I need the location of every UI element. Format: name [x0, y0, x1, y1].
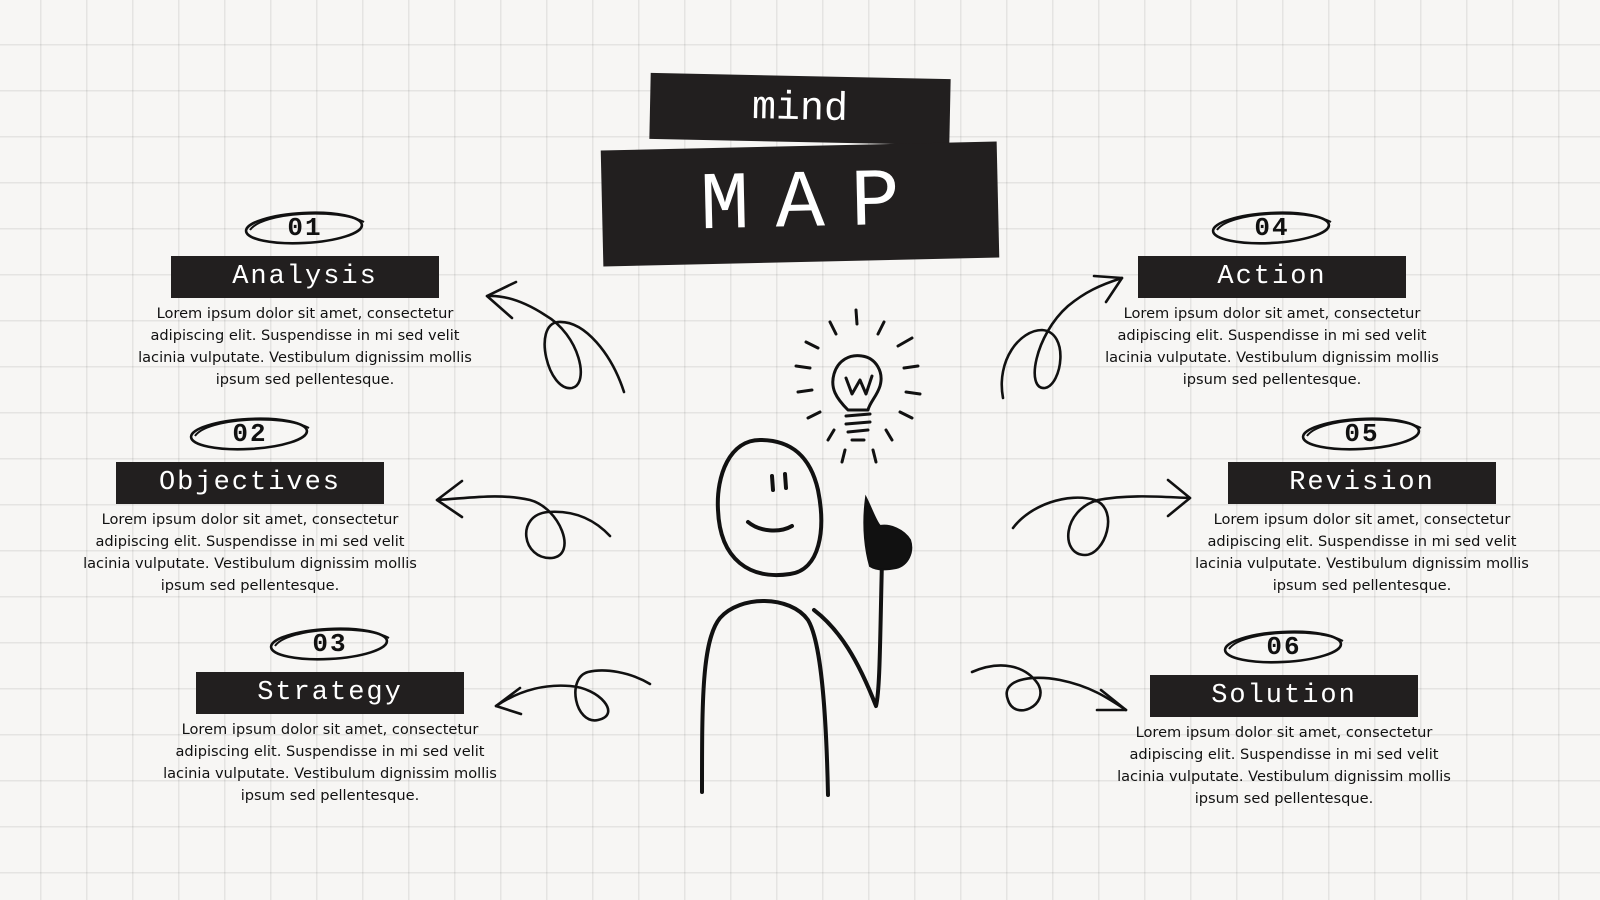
node-number: 02 — [232, 419, 268, 449]
node-description: Lorem ipsum dolor sit amet, consectetur … — [1195, 511, 1529, 594]
curly-arrow-icon — [485, 280, 626, 394]
number-badge: 03 — [267, 622, 393, 666]
number-badge: 01 — [242, 206, 368, 250]
node-label: Analysis — [171, 256, 439, 298]
node-number: 05 — [1344, 419, 1380, 449]
scribble-circle-icon — [1211, 211, 1332, 245]
node-strategy: 03 Strategy Lorem ipsum dolor sit amet, … — [150, 622, 510, 807]
node-objectives: 02 Objectives Lorem ipsum dolor sit amet… — [70, 412, 430, 597]
curly-arrow-icon — [435, 479, 612, 560]
node-description: Lorem ipsum dolor sit amet, consectetur … — [1117, 724, 1451, 807]
node-label: Revision — [1228, 462, 1496, 504]
head — [715, 438, 824, 577]
lightbulb-icon — [794, 308, 922, 464]
node-description: Lorem ipsum dolor sit amet, consectetur … — [83, 511, 417, 594]
node-label: Action — [1138, 256, 1406, 298]
number-badge: 05 — [1299, 412, 1425, 456]
curly-arrow-icon — [1011, 478, 1192, 557]
node-description: Lorem ipsum dolor sit amet, consectetur … — [1105, 305, 1439, 388]
scribble-circle-icon — [269, 627, 390, 661]
body-left — [700, 599, 830, 797]
number-badge: 06 — [1221, 625, 1347, 669]
node-description: Lorem ipsum dolor sit amet, consectetur … — [163, 721, 497, 804]
node-number: 06 — [1266, 632, 1302, 662]
scribble-circle-icon — [1223, 630, 1344, 664]
number-badge: 04 — [1209, 206, 1335, 250]
curly-arrow-icon — [494, 669, 652, 722]
node-revision: 05 Revision Lorem ipsum dolor sit amet, … — [1182, 412, 1542, 597]
node-number: 01 — [287, 213, 323, 243]
scribble-circle-icon — [189, 417, 310, 451]
smile — [746, 520, 794, 533]
scribble-circle-icon — [244, 211, 365, 245]
node-number: 03 — [312, 629, 348, 659]
scribble-circle-icon — [1301, 417, 1422, 451]
curly-arrow-icon — [1000, 274, 1124, 400]
number-badge: 02 — [187, 412, 313, 456]
eye — [783, 472, 788, 490]
arm — [812, 558, 884, 708]
node-label: Solution — [1150, 675, 1418, 717]
thumbs-up-hand-icon — [863, 494, 913, 571]
node-description: Lorem ipsum dolor sit amet, consectetur … — [138, 305, 472, 388]
node-solution: 06 Solution Lorem ipsum dolor sit amet, … — [1104, 625, 1464, 810]
node-analysis: 01 Analysis Lorem ipsum dolor sit amet, … — [125, 206, 485, 391]
node-label: Objectives — [116, 462, 384, 504]
eye — [770, 474, 775, 492]
node-label: Strategy — [196, 672, 464, 714]
curly-arrow-icon — [970, 664, 1128, 712]
person-figure — [700, 438, 884, 797]
node-number: 04 — [1254, 213, 1290, 243]
node-action: 04 Action Lorem ipsum dolor sit amet, co… — [1092, 206, 1452, 391]
